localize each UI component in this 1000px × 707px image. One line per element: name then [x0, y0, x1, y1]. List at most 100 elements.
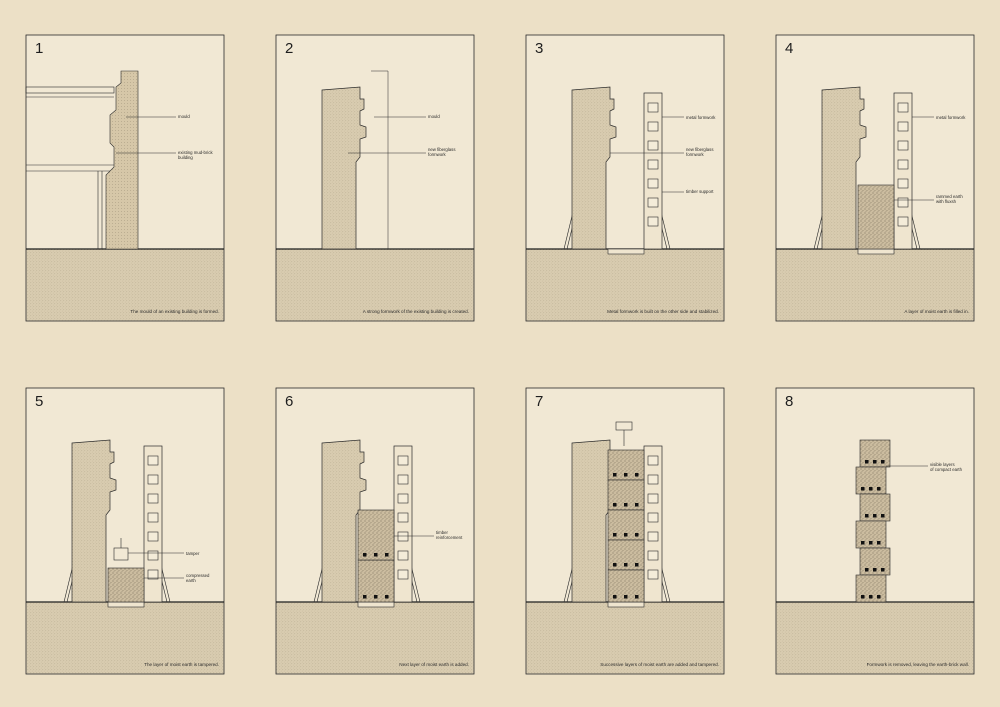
- formwork-cell: [147, 474, 159, 485]
- formwork-cell: [897, 197, 909, 208]
- metal-formwork: [893, 92, 913, 250]
- formwork-frame: [143, 445, 163, 603]
- reinforcement-mark: [613, 533, 617, 537]
- formwork-cell: [647, 159, 659, 170]
- formwork-cell: [647, 493, 659, 504]
- reinforcement-mark: [877, 487, 881, 491]
- ground-area: [26, 249, 224, 321]
- reinforcement-mark: [873, 460, 877, 464]
- existing-building-cornice: [25, 86, 115, 94]
- step-caption: The mould of an existing building is for…: [130, 309, 219, 314]
- reinforcement-mark: [363, 595, 367, 599]
- reinforcement-mark: [877, 595, 881, 599]
- reinforcement-mark: [865, 568, 869, 572]
- formwork-cell: [647, 512, 659, 523]
- formwork-cell: [147, 493, 159, 504]
- formwork-cell: [647, 531, 659, 542]
- reinforcement-mark: [865, 514, 869, 518]
- reinforcement-mark: [385, 553, 389, 557]
- rammed-earth-fill: [857, 184, 895, 250]
- foundation-plate: [107, 601, 145, 608]
- reinforcement-mark: [624, 533, 628, 537]
- ground-area: [276, 602, 474, 674]
- step-caption: Formwork is removed, leaving the earth-b…: [867, 662, 969, 667]
- reinforcement-mark: [635, 473, 639, 477]
- formwork-cell: [397, 550, 409, 561]
- formwork-cell: [147, 569, 159, 580]
- reinforcement-mark: [374, 553, 378, 557]
- reinforcement-mark: [869, 541, 873, 545]
- metal-formwork: [143, 445, 163, 603]
- metal-formwork: [393, 445, 413, 603]
- formwork-frame: [893, 92, 913, 250]
- fiberglass-formwork: [71, 439, 117, 603]
- fiberglass-formwork: [821, 86, 867, 250]
- mould-outline: [371, 70, 389, 249]
- reinforcement-mark: [881, 514, 885, 518]
- formwork-cell: [897, 102, 909, 113]
- ground-area: [776, 249, 974, 321]
- step-number: 8: [785, 393, 793, 410]
- ground-area: [526, 249, 724, 321]
- ground-area: [276, 249, 474, 321]
- label-mould: mould: [178, 114, 190, 119]
- formwork-cell: [397, 455, 409, 466]
- step-caption: Successive layers of moist earth are add…: [600, 662, 719, 667]
- reinforcement-mark: [873, 514, 877, 518]
- step-caption: Next layer of moist earth is added.: [399, 662, 469, 667]
- formwork-frame: [643, 92, 663, 250]
- step-caption: The layer of moist earth is tampered.: [144, 662, 219, 667]
- reinforcement-mark: [613, 473, 617, 477]
- step-caption: Metal formwork is built on the other sid…: [607, 309, 719, 314]
- step-caption: A strong formwork of the existing buildi…: [363, 309, 469, 314]
- foundation-plate: [607, 601, 645, 608]
- formwork-cell: [147, 550, 159, 561]
- formwork-cell: [647, 121, 659, 132]
- earth-layer: [357, 509, 395, 561]
- formwork-cell: [647, 216, 659, 227]
- fiberglass-formwork: [571, 86, 617, 250]
- formwork-cell: [647, 102, 659, 113]
- formwork-cell: [897, 178, 909, 189]
- step-number: 7: [535, 393, 543, 410]
- ground-area: [526, 602, 724, 674]
- reinforcement-mark: [624, 595, 628, 599]
- reinforcement-mark: [873, 568, 877, 572]
- reinforcement-mark: [385, 595, 389, 599]
- reinforcement-mark: [635, 503, 639, 507]
- foundation-plate: [857, 248, 895, 255]
- foundation-plate: [607, 248, 645, 255]
- formwork-cell: [897, 121, 909, 132]
- reinforcement-mark: [624, 563, 628, 567]
- formwork-cell: [647, 569, 659, 580]
- metal-formwork: [643, 92, 663, 250]
- formwork-cell: [647, 455, 659, 466]
- formwork-cell: [897, 140, 909, 151]
- reinforcement-mark: [374, 595, 378, 599]
- fiberglass-formwork: [321, 86, 367, 250]
- ground-area: [26, 602, 224, 674]
- fiberglass-formwork: [321, 439, 367, 603]
- step-number: 6: [285, 393, 293, 410]
- step-panel-4: 4A layer of moist earth is filled in.met…: [775, 34, 975, 322]
- reinforcement-mark: [877, 541, 881, 545]
- formwork-cell: [397, 531, 409, 542]
- formwork-cell: [397, 512, 409, 523]
- formwork-cell: [897, 159, 909, 170]
- reinforcement-mark: [881, 568, 885, 572]
- reinforcement-mark: [869, 487, 873, 491]
- reinforcement-mark: [861, 487, 865, 491]
- formwork-cell: [647, 550, 659, 561]
- reinforcement-mark: [613, 595, 617, 599]
- step-number: 3: [535, 40, 543, 57]
